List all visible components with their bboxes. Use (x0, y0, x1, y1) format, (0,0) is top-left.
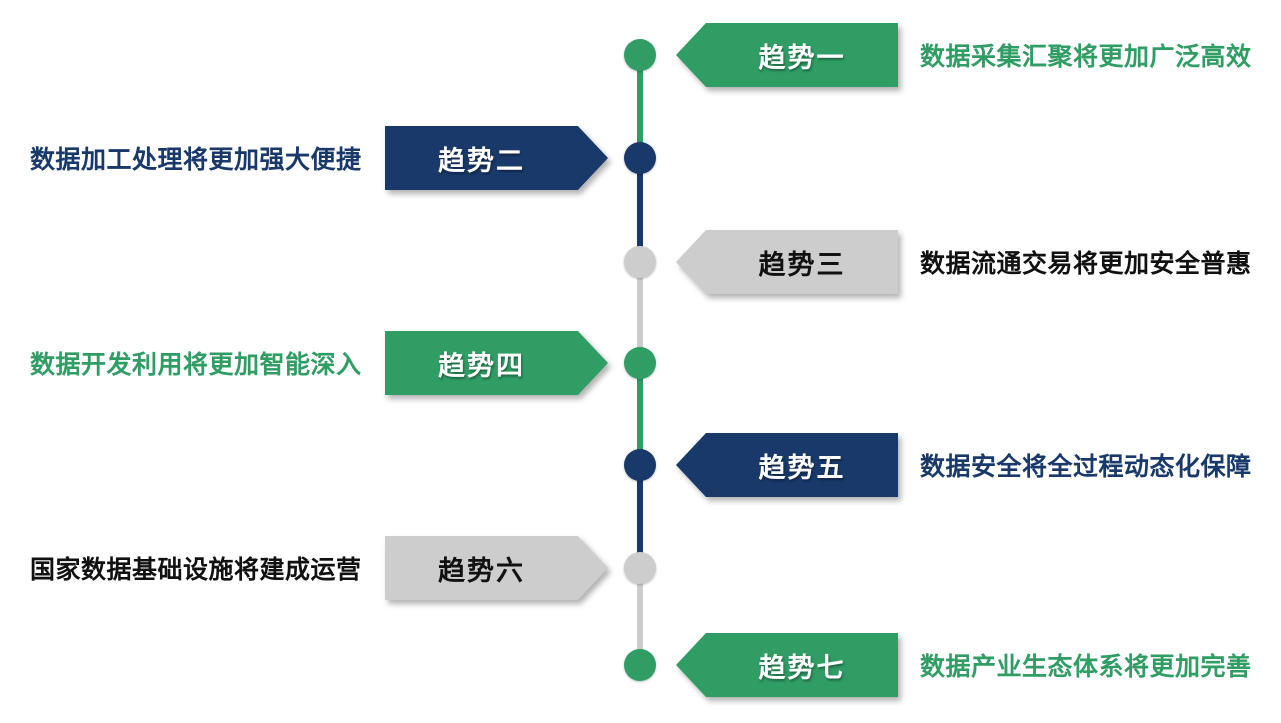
timeline-node (624, 246, 656, 278)
trend-badge: 趋势一 (676, 23, 898, 87)
trend-badge-label: 趋势七 (676, 633, 898, 697)
trend-badge: 趋势七 (676, 633, 898, 697)
trend-badge: 趋势四 (385, 331, 608, 395)
timeline-segment (637, 55, 643, 158)
timeline-node (624, 347, 656, 379)
trend-badge: 趋势五 (676, 433, 898, 497)
timeline-node (624, 449, 656, 481)
timeline-segment (637, 465, 643, 568)
trend-badge: 趋势六 (385, 536, 608, 600)
trend-description: 数据加工处理将更加强大便捷 (30, 146, 362, 174)
timeline-node (624, 552, 656, 584)
timeline-segment (637, 262, 643, 363)
trend-description: 数据开发利用将更加智能深入 (30, 351, 362, 379)
trend-badge-label: 趋势一 (676, 23, 898, 87)
trend-description: 数据流通交易将更加安全普惠 (920, 250, 1252, 278)
trend-badge-label: 趋势五 (676, 433, 898, 497)
trend-description: 数据采集汇聚将更加广泛高效 (920, 43, 1252, 71)
trend-badge-label: 趋势二 (385, 126, 608, 190)
trend-badge-label: 趋势六 (385, 536, 608, 600)
timeline-node (624, 649, 656, 681)
timeline-node (624, 39, 656, 71)
timeline-segment (637, 568, 643, 665)
timeline-node (624, 142, 656, 174)
timeline-segment (637, 363, 643, 465)
timeline-segment (637, 158, 643, 262)
trend-description: 国家数据基础设施将建成运营 (30, 556, 362, 584)
trend-description: 数据安全将全过程动态化保障 (920, 453, 1252, 481)
trend-badge-label: 趋势四 (385, 331, 608, 395)
trend-description: 数据产业生态体系将更加完善 (920, 653, 1252, 681)
trend-badge: 趋势二 (385, 126, 608, 190)
trend-badge: 趋势三 (676, 230, 898, 294)
trend-badge-label: 趋势三 (676, 230, 898, 294)
